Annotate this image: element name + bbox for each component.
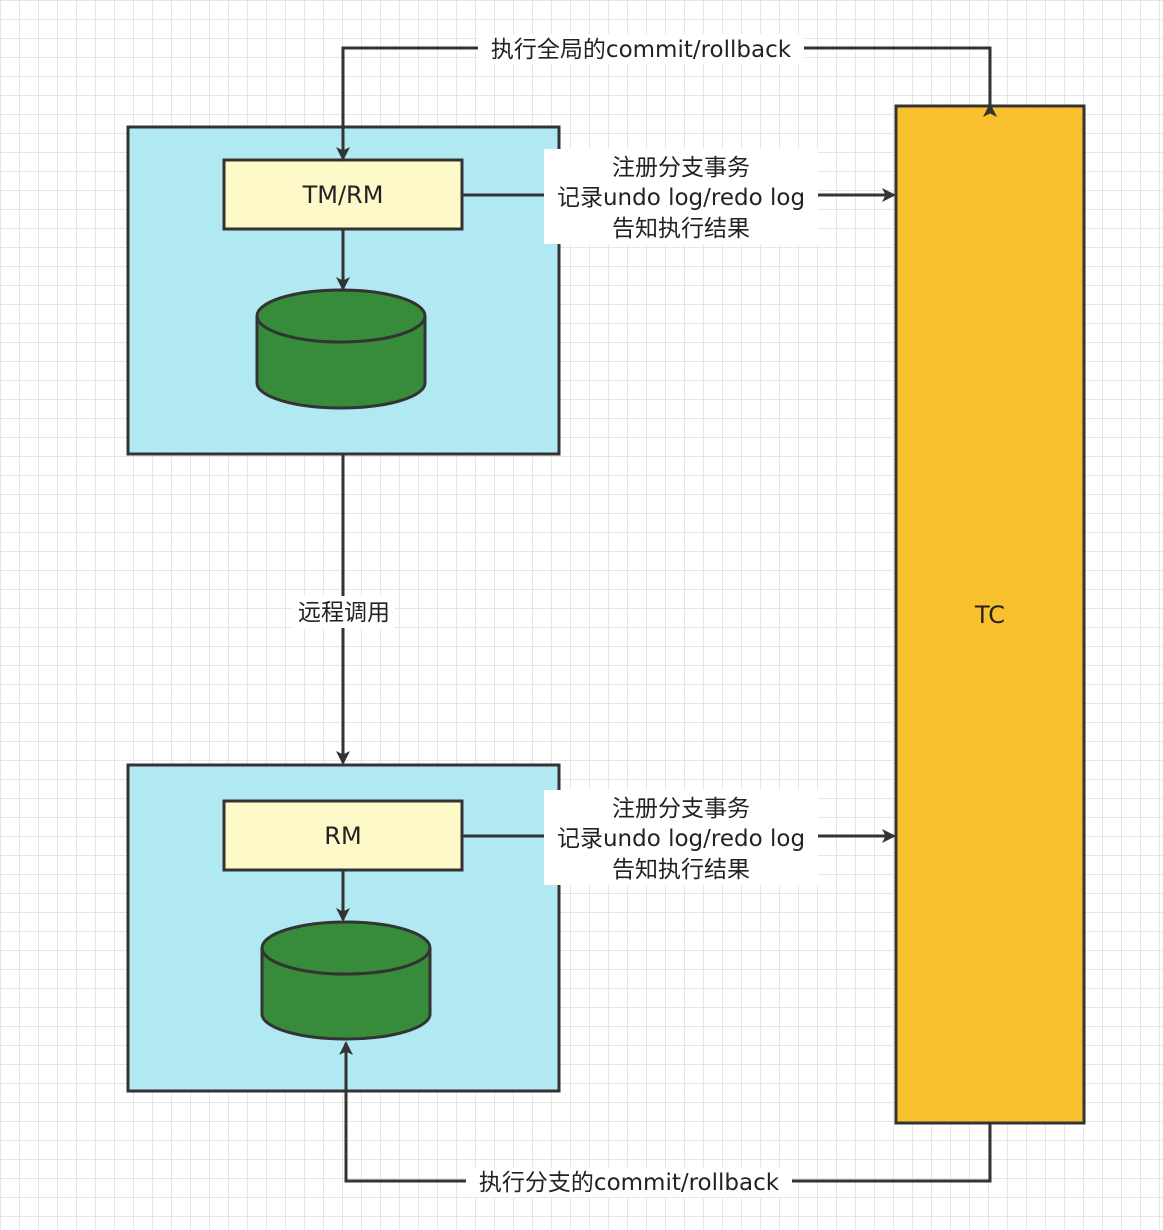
lower-database-icon bbox=[260, 920, 432, 1041]
global-commit-label-bg bbox=[478, 34, 804, 64]
branch-commit-label: 执行分支的commit/rollback bbox=[479, 1170, 780, 1196]
tc-label: TC bbox=[974, 601, 1005, 629]
register-top-line-3: 告知执行结果 bbox=[612, 216, 750, 242]
register-bottom-label-bg bbox=[544, 790, 818, 885]
register-bottom-line-3: 告知执行结果 bbox=[612, 857, 750, 883]
global-commit-label: 执行全局的commit/rollback bbox=[491, 37, 792, 63]
branch-commit-label-bg bbox=[466, 1167, 792, 1197]
register-bottom-line-2: 记录undo log/redo log bbox=[557, 826, 805, 852]
register-top-label-bg bbox=[544, 149, 818, 244]
remote-call-label-bg bbox=[293, 596, 395, 628]
remote-call-label: 远程调用 bbox=[298, 600, 390, 626]
register-top-line-1: 注册分支事务 bbox=[612, 155, 750, 181]
register-bottom-line-1: 注册分支事务 bbox=[612, 796, 750, 822]
rm-label: RM bbox=[324, 822, 361, 850]
tm-rm-box bbox=[222, 158, 464, 231]
register-top-line-2: 记录undo log/redo log bbox=[557, 185, 805, 211]
upper-database-icon bbox=[255, 288, 427, 410]
tm-rm-label: TM/RM bbox=[302, 181, 384, 209]
rm-box bbox=[222, 799, 464, 872]
